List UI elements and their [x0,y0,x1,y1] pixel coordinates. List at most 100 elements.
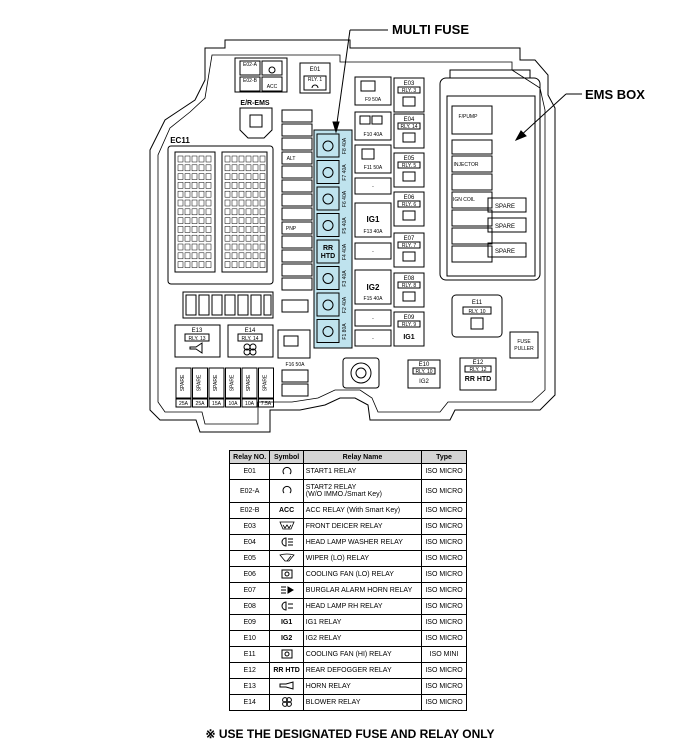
mini-fuse-row [182,291,274,319]
svg-text:F1 80A: F1 80A [342,323,348,340]
svg-text:RLY. 5: RLY. 5 [402,163,416,169]
svg-text:F9 50A: F9 50A [365,97,382,103]
relay-type-cell: ISO MICRO [421,463,467,480]
svg-text:E10: E10 [419,362,430,368]
relay-no-cell: E05 [228,550,271,567]
svg-text:INJECTOR: INJECTOR [454,162,479,168]
header-type: Type [421,450,467,464]
symbol-cell [269,598,304,615]
symbol-cell [269,566,304,583]
relay-no-cell: E02-A [228,479,271,503]
relay-type-cell: ISO MICRO [421,678,467,695]
relay-name-cell: BLOWER RELAY [302,694,423,711]
relay-no-cell: E08 [228,598,271,615]
relay-name-cell: WIPER (LO) RELAY [302,550,423,567]
svg-text:E03: E03 [404,81,415,87]
blower-icon [281,696,293,709]
symbol-cell: ACC [269,502,304,519]
ec11-connector: EC11 [167,136,274,285]
svg-text:-: - [372,336,374,342]
header-symbol: Symbol [269,450,304,464]
multi-fuse-slot: F3 40A [316,266,348,290]
svg-text:SPARE: SPARE [246,374,252,391]
ems-box-label: EMS BOX [585,87,645,102]
relay-name-cell: HEAD LAMP RH RELAY [302,598,423,615]
mounting-bolt [342,357,380,389]
svg-text:SPARE: SPARE [495,249,515,255]
horn-icon [279,681,295,692]
svg-text:15A: 15A [212,401,222,407]
ec11-label: EC11 [170,136,190,145]
relay-type-cell: ISO MICRO [421,479,467,503]
relay-name-cell: FRONT DEICER RELAY [302,518,423,535]
pnp-label: PNP [286,226,297,232]
middle-fuse-column: F9 50A F10 40A F11 50A - IG1 F13 40A - I… [354,76,392,347]
ems-box-callout: EMS BOX [514,87,645,141]
svg-text:RLY. 14: RLY. 14 [241,336,258,342]
start-icon [281,485,293,497]
deicer-icon [278,521,295,532]
svg-text:10A: 10A [229,401,239,407]
footnote: ※ USE THE DESIGNATED FUSE AND RELAY ONLY [205,727,495,741]
e01-block: E01 RLY. 1 [299,62,331,94]
e02b-acc-label: ACC [267,84,278,90]
e10-relay: E10 RLY. 10 IG2 [407,359,441,389]
fuse-puller: FUSE PULLER [509,331,539,359]
svg-text:RLY. 7: RLY. 7 [402,243,416,249]
svg-text:HTD: HTD [321,253,335,260]
relay-name-cell: HORN RELAY [302,678,423,695]
svg-text:F4 40A: F4 40A [342,243,348,260]
relay-no-cell: E01 [228,463,271,480]
svg-text:F10 40A: F10 40A [364,132,384,138]
svg-text:SPARE: SPARE [230,374,236,391]
headlamp-icon [280,600,294,613]
relay-name-cell: START2 RELAY (W/O IMMO./Smart Key) [302,479,423,503]
fuse-box-diagram: E02-A E02-B ACC E01 RLY. 1 E/R-EMS EC11 [149,22,645,433]
svg-text:RLY. 14: RLY. 14 [400,124,417,130]
relay-type-cell: ISO MICRO [421,550,467,567]
svg-text:E04: E04 [404,117,415,123]
relay-type-cell: ISO MICRO [421,694,467,711]
multi-fuse-slot: F6 40A [316,186,348,211]
svg-text:E13: E13 [192,328,203,334]
svg-text:-: - [372,249,374,255]
headlamp-washer-icon [280,536,294,549]
spare-fuse: SPARE 10A [225,367,241,408]
svg-text:E14: E14 [245,328,256,334]
symbol-cell [269,646,304,663]
svg-text:PULLER: PULLER [514,346,534,352]
e01-rly-label: RLY. 1 [308,77,322,83]
svg-text:SPARE: SPARE [495,224,515,230]
svg-text:25A: 25A [179,401,189,407]
housing-outline [149,39,556,433]
svg-text:F16 50A: F16 50A [286,362,306,368]
svg-text:E09: E09 [404,315,415,321]
svg-text:RLY. 12: RLY. 12 [469,367,486,373]
svg-text:RLY. 10: RLY. 10 [415,369,432,375]
relay-type-cell: ISO MICRO [421,502,467,519]
relay-no-cell: E13 [228,678,271,695]
svg-text:SPARE: SPARE [263,374,269,391]
svg-text:RR: RR [323,245,333,252]
symbol-cell [269,518,304,535]
svg-text:RLY. 3: RLY. 3 [402,88,416,94]
svg-text:E05: E05 [404,156,415,162]
relay-type-cell: ISO MICRO [421,614,467,631]
svg-text:RLY. 6: RLY. 6 [402,202,416,208]
